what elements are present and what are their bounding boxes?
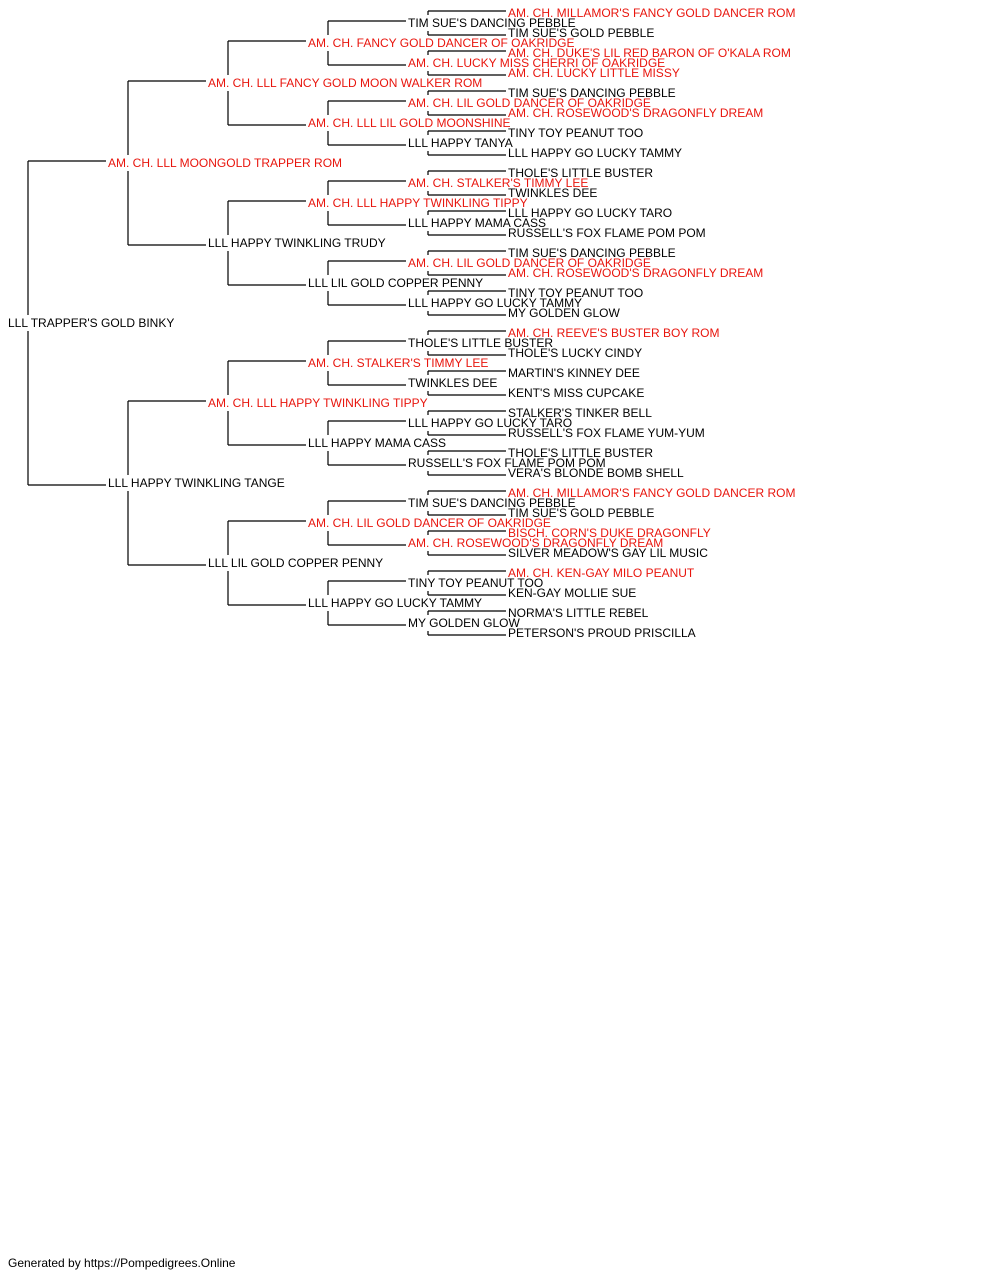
dog-name-gen5: KENT'S MISS CUPCAKE — [508, 386, 644, 400]
dog-name-gen5: AM. CH. ROSEWOOD'S DRAGONFLY DREAM — [508, 266, 763, 280]
connector-lines — [27, 10, 506, 636]
dog-name-gen5: RUSSELL'S FOX FLAME POM POM — [508, 226, 706, 240]
dog-name-gen5: SILVER MEADOW'S GAY LIL MUSIC — [508, 546, 708, 560]
dog-name-gen4: TIM SUE'S DANCING PEBBLE — [408, 496, 576, 510]
dog-name-gen5: AM. CH. MILLAMOR'S FANCY GOLD DANCER ROM — [508, 6, 795, 20]
dog-name-gen4: LLL HAPPY TANYA — [408, 136, 513, 150]
dog-name-gen5: AM. CH. MILLAMOR'S FANCY GOLD DANCER ROM — [508, 486, 795, 500]
dog-name-gen4: THOLE'S LITTLE BUSTER — [408, 336, 553, 350]
dog-name-gen3: LLL LIL GOLD COPPER PENNY — [308, 276, 483, 290]
dog-name-gen5: TINY TOY PEANUT TOO — [508, 126, 643, 140]
dog-name-gen4: TINY TOY PEANUT TOO — [408, 576, 543, 590]
dog-name-gen5: LLL HAPPY GO LUCKY TARO — [508, 206, 672, 220]
dog-name-gen2: AM. CH. LLL HAPPY TWINKLING TIPPY — [208, 396, 428, 410]
dog-name-gen5: TIM SUE'S GOLD PEBBLE — [508, 26, 654, 40]
dog-name-gen5: THOLE'S LITTLE BUSTER — [508, 446, 653, 460]
dog-name-gen5: TIM SUE'S DANCING PEBBLE — [508, 246, 676, 260]
dog-name-gen5: AM. CH. ROSEWOOD'S DRAGONFLY DREAM — [508, 106, 763, 120]
dog-name-gen4: RUSSELL'S FOX FLAME POM POM — [408, 456, 606, 470]
dog-name-gen2: LLL LIL GOLD COPPER PENNY — [208, 556, 383, 570]
dog-name-gen3: AM. CH. LIL GOLD DANCER OF OAKRIDGE — [308, 516, 551, 530]
dog-name-gen4: AM. CH. ROSEWOOD'S DRAGONFLY DREAM — [408, 536, 663, 550]
dog-name-gen5: MARTIN'S KINNEY DEE — [508, 366, 640, 380]
dog-name-gen3: AM. CH. FANCY GOLD DANCER OF OAKRIDGE — [308, 36, 574, 50]
dog-name-gen5: RUSSELL'S FOX FLAME YUM-YUM — [508, 426, 705, 440]
dog-name-gen3: AM. CH. LLL HAPPY TWINKLING TIPPY — [308, 196, 528, 210]
dog-name-gen5: TINY TOY PEANUT TOO — [508, 286, 643, 300]
dog-name-gen5: AM. CH. DUKE'S LIL RED BARON OF O'KALA R… — [508, 46, 791, 60]
dog-name-gen5: VERA'S BLONDE BOMB SHELL — [508, 466, 684, 480]
dog-name-gen5: TIM SUE'S DANCING PEBBLE — [508, 86, 676, 100]
dog-name-gen5: STALKER'S TINKER BELL — [508, 406, 652, 420]
dog-name-gen5: AM. CH. KEN-GAY MILO PEANUT — [508, 566, 695, 580]
dog-name-gen4: MY GOLDEN GLOW — [408, 616, 520, 630]
generated-by-footer: Generated by https://Pompedigrees.Online — [8, 1256, 236, 1270]
dog-names: LLL TRAPPER'S GOLD BINKY AM. CH. LLL MOON… — [8, 6, 795, 640]
dog-name-gen1: AM. CH. LLL MOONGOLD TRAPPER ROM — [108, 156, 342, 170]
dog-name-gen5: MY GOLDEN GLOW — [508, 306, 620, 320]
dog-name-gen3: AM. CH. STALKER'S TIMMY LEE — [308, 356, 488, 370]
dog-name-gen1: LLL HAPPY TWINKLING TANGE — [108, 476, 285, 490]
dog-name-gen5: TIM SUE'S GOLD PEBBLE — [508, 506, 654, 520]
dog-name-gen4: AM. CH. LIL GOLD DANCER OF OAKRIDGE — [408, 96, 651, 110]
dog-name-gen5: TWINKLES DEE — [508, 186, 597, 200]
dog-name-gen3: LLL HAPPY MAMA CASS — [308, 436, 446, 450]
dog-name-gen4: LLL HAPPY GO LUCKY TAMMY — [408, 296, 582, 310]
dog-name-gen5: AM. CH. LUCKY LITTLE MISSY — [508, 66, 680, 80]
dog-name-gen4: LLL HAPPY GO LUCKY TARO — [408, 416, 572, 430]
dog-name-gen4: TWINKLES DEE — [408, 376, 497, 390]
dog-name-gen5: PETERSON'S PROUD PRISCILLA — [508, 626, 696, 640]
dog-name-gen2: LLL HAPPY TWINKLING TRUDY — [208, 236, 386, 250]
dog-name-gen5: LLL HAPPY GO LUCKY TAMMY — [508, 146, 682, 160]
dog-name-gen2: AM. CH. LLL FANCY GOLD MOON WALKER ROM — [208, 76, 482, 90]
dog-name-gen5: NORMA'S LITTLE REBEL — [508, 606, 649, 620]
dog-name-gen4: AM. CH. LUCKY MISS CHERRI OF OAKRIDGE — [408, 56, 665, 70]
dog-name-gen4: LLL HAPPY MAMA CASS — [408, 216, 546, 230]
dog-name-gen3: LLL HAPPY GO LUCKY TAMMY — [308, 596, 482, 610]
dog-name-gen5: AM. CH. REEVE'S BUSTER BOY ROM — [508, 326, 719, 340]
dog-name-gen4: AM. CH. LIL GOLD DANCER OF OAKRIDGE — [408, 256, 651, 270]
dog-name-gen4: AM. CH. STALKER'S TIMMY LEE — [408, 176, 588, 190]
dog-name-gen0: LLL TRAPPER'S GOLD BINKY — [8, 316, 174, 330]
dog-name-gen3: AM. CH. LLL LIL GOLD MOONSHINE — [308, 116, 511, 130]
dog-name-gen5: BISCH. CORN'S DUKE DRAGONFLY — [508, 526, 711, 540]
dog-name-gen5: KEN-GAY MOLLIE SUE — [508, 586, 636, 600]
dog-name-gen5: THOLE'S LITTLE BUSTER — [508, 166, 653, 180]
dog-name-gen4: TIM SUE'S DANCING PEBBLE — [408, 16, 576, 30]
dog-name-gen5: THOLE'S LUCKY CINDY — [508, 346, 642, 360]
